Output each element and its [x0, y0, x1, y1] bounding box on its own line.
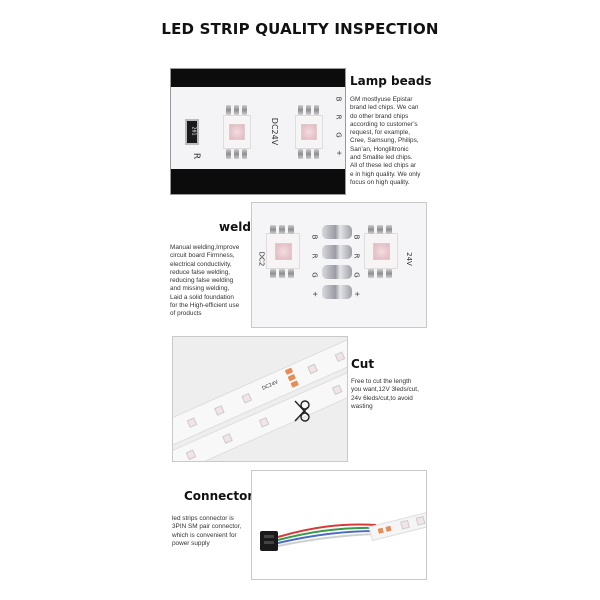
pin-label-r: R: [352, 253, 361, 259]
cut-heading: Cut: [351, 357, 375, 371]
solder-pad: [270, 269, 276, 278]
weld-photo: DC2 B R G + B R G + 24V: [251, 202, 427, 328]
solder-pad: [279, 269, 285, 278]
description-line: GM mostlyuse Epistar: [350, 96, 413, 103]
solder-pad: [368, 225, 374, 234]
description-line: Laid a solid foundation: [170, 293, 234, 301]
description-line: brand led chips. We can: [350, 104, 419, 112]
description-line: focus on high quality.: [350, 178, 410, 186]
solder-pad: [288, 269, 294, 278]
description-line: led strips connector is: [172, 515, 234, 522]
solder-pad: [298, 105, 303, 115]
solder-pad: [306, 149, 311, 159]
lamp-beads-photo: 201 R DC24V B R G +: [170, 68, 346, 195]
pin-label-g: G: [334, 132, 343, 138]
pin-label-r: R: [310, 253, 319, 259]
solder-joint: [322, 265, 352, 279]
pin-label-b: B: [352, 234, 361, 240]
solder-pad: [306, 105, 311, 115]
solder-pad: [314, 105, 319, 115]
resistor-letter: R: [191, 152, 202, 160]
solder-joint: [322, 245, 352, 259]
solder-pad: [242, 105, 247, 115]
description-line: of products: [170, 310, 202, 318]
description-line: electrical conductivity,: [170, 260, 232, 268]
connector-heading: Connector: [184, 489, 254, 503]
led-chip-left: [266, 233, 300, 269]
description-line: e in high quality. We only: [350, 170, 421, 178]
cut-photo: DC24V: [172, 336, 348, 462]
scissors-icon: [294, 400, 310, 422]
solder-pad: [314, 149, 319, 159]
solder-pad: [386, 225, 392, 234]
solder-pad: [288, 225, 294, 234]
solder-joint: [322, 285, 352, 299]
solder-pad: [368, 269, 374, 278]
pin-label-g: G: [310, 272, 319, 278]
description-line: you want,12V 3leds/cut,: [351, 386, 419, 394]
description-line: request, for example,: [350, 129, 411, 137]
led-chip-right: [295, 115, 323, 149]
solder-pad: [298, 149, 303, 159]
description-line: reducing false welding: [170, 277, 234, 285]
led-strip-end: [368, 510, 426, 542]
led-chip-left: [223, 115, 251, 149]
solder-pad: [270, 225, 276, 234]
description-line: 24v 6leds/cut,to avoid: [351, 394, 413, 402]
led-emitter: [301, 124, 317, 140]
pin-label-b: B: [310, 234, 319, 240]
connector-photo: [251, 470, 427, 580]
description-line: for the High-efficient use: [170, 302, 240, 310]
solder-pad: [386, 269, 392, 278]
resistor-chip: 201: [185, 119, 199, 145]
voltage-marking: DC24V: [270, 117, 280, 146]
solder-pad: [279, 225, 285, 234]
solder-pad: [234, 105, 239, 115]
pin-label-plus: +: [310, 291, 319, 297]
solder-pad: [377, 269, 383, 278]
led-emitter: [373, 243, 390, 260]
solder-pad: [377, 225, 383, 234]
lamp-beads-heading: Lamp beads: [350, 74, 432, 88]
solder-pad: [226, 105, 231, 115]
description-line: Manual welding,Improve: [170, 244, 240, 251]
pin-label-b: B: [334, 96, 343, 102]
description-line: power supply: [172, 539, 210, 547]
description-line: do other brand chips: [350, 112, 409, 120]
description-line: wasting: [351, 402, 373, 410]
description-line: All of these led chips ar: [350, 162, 417, 170]
description-line: and missing welding,: [170, 285, 230, 293]
description-line: and Smalite led chips.: [350, 154, 413, 162]
weld-heading: weld: [219, 220, 251, 234]
led-emitter: [275, 243, 292, 260]
led-emitter: [229, 124, 245, 140]
pin-label-plus: +: [352, 291, 361, 297]
description-line: according to customer’s: [350, 120, 418, 128]
voltage-marking-left: DC2: [257, 251, 266, 267]
connector-plug-icon: [260, 531, 278, 551]
solder-pad: [242, 149, 247, 159]
description-line: 3PIN SM pair connector,: [172, 523, 242, 531]
wire-bundle: [277, 523, 377, 547]
description-line: reduce false welding,: [170, 268, 231, 276]
solder-pad: [226, 149, 231, 159]
pin-label-plus: +: [334, 150, 343, 156]
voltage-marking-right: 24V: [404, 252, 413, 266]
description-line: Cree, Samsung, Philips,: [350, 137, 419, 145]
description-line: San’an, Hongliltronic: [350, 145, 409, 153]
description-line: Free to cut the length: [351, 378, 412, 385]
solder-joint: [322, 225, 352, 239]
page-title: LED STRIP QUALITY INSPECTION: [161, 20, 439, 38]
resistor-code: 201: [190, 126, 197, 136]
solder-pad: [234, 149, 239, 159]
pin-label-g: G: [352, 272, 361, 278]
description-line: circuit board Firmness,: [170, 252, 235, 260]
pin-label-r: R: [334, 114, 343, 120]
description-line: which is convenient for: [172, 531, 237, 539]
led-chip-right: [364, 233, 398, 269]
